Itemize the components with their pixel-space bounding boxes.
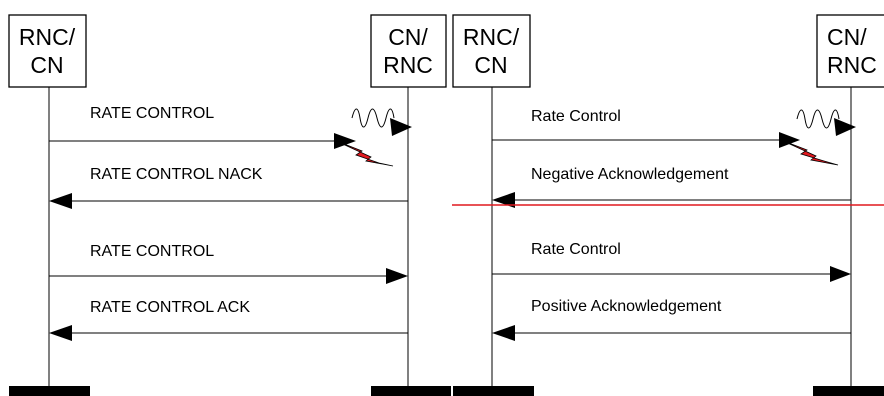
entity-box [370, 14, 447, 88]
lifeline-terminator [371, 386, 451, 396]
right-entity-a: RNC/ CN [452, 14, 531, 88]
entity-label-line1: RNC/ [19, 24, 76, 50]
entity-label-line2: RNC [827, 52, 877, 78]
entity-label-line2: RNC [383, 52, 433, 78]
right-diagram: RNC/ CN CN/ RNC Rate Control Negative Ac… [452, 14, 884, 396]
lifeline-terminator [453, 386, 534, 396]
message-label: RATE CONTROL NACK [90, 166, 263, 183]
entity-label-line1: CN/ [827, 24, 867, 50]
message-label: Negative Acknowledgement [531, 166, 729, 183]
arrow-head [49, 325, 72, 341]
message-label: RATE CONTROL ACK [90, 299, 250, 316]
entity-label-line1: CN/ [388, 24, 428, 50]
arrow-head [830, 266, 851, 282]
right-entity-b: CN/ RNC [816, 14, 884, 88]
arrow-head [492, 325, 515, 341]
wave-icon [796, 109, 840, 129]
entity-box [8, 14, 87, 88]
entity-label-line2: CN [474, 52, 507, 78]
wave-icon [351, 108, 395, 128]
message-label: RATE CONTROL [90, 105, 214, 122]
arrow-head [834, 118, 856, 136]
left-entity-a: RNC/ CN [8, 14, 87, 88]
left-entity-b: CN/ RNC [370, 14, 447, 88]
entity-box [816, 14, 884, 88]
message-label: Positive Acknowledgement [531, 298, 722, 315]
arrow-head [390, 118, 412, 136]
lightning-bolt-icon [780, 139, 839, 166]
lifeline-terminator [9, 386, 90, 396]
entity-box [452, 14, 531, 88]
entity-label-line1: RNC/ [463, 24, 520, 50]
lightning-bolt-icon [333, 139, 394, 167]
message-label: RATE CONTROL [90, 243, 214, 260]
message-label: Rate Control [531, 108, 621, 125]
arrow-head [49, 193, 72, 209]
arrow-head [386, 268, 408, 284]
entity-label-line2: CN [30, 52, 63, 78]
arrow-head [779, 132, 800, 148]
message-label: Rate Control [531, 241, 621, 258]
arrow-head [492, 192, 515, 208]
left-diagram: RNC/ CN CN/ RNC RATE CONTROL RATE CONTRO… [8, 14, 451, 396]
lifeline-terminator [813, 386, 884, 396]
arrow-head [334, 133, 356, 149]
